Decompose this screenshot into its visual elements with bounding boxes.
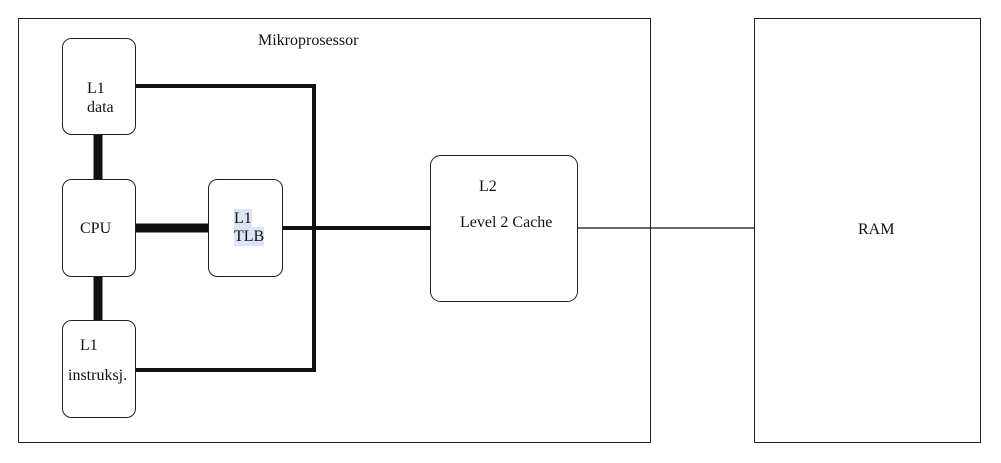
- l1-tlb-label-line2: TLB: [234, 227, 265, 246]
- l2-cache-box: [430, 155, 578, 302]
- l1-instr-label-line2: instruksj.: [68, 367, 128, 384]
- l2-label-line1: L2: [479, 178, 497, 195]
- microprocessor-box: [18, 18, 651, 443]
- ram-label: RAM: [858, 221, 895, 238]
- cpu-box: [62, 179, 136, 277]
- l1-data-label-line1: L1: [87, 80, 105, 97]
- l1-data-box: [62, 38, 136, 135]
- cpu-label: CPU: [80, 220, 112, 237]
- l1-instr-box: [62, 320, 136, 418]
- l1-instr-label-line1: L1: [80, 337, 98, 354]
- l1-tlb-label-line1: L1: [234, 209, 252, 228]
- ram-box: [754, 18, 981, 443]
- l2-label-line2: Level 2 Cache: [460, 214, 553, 231]
- microprocessor-label: Mikroprosessor: [258, 32, 359, 49]
- l1-data-label-line2: data: [87, 99, 114, 116]
